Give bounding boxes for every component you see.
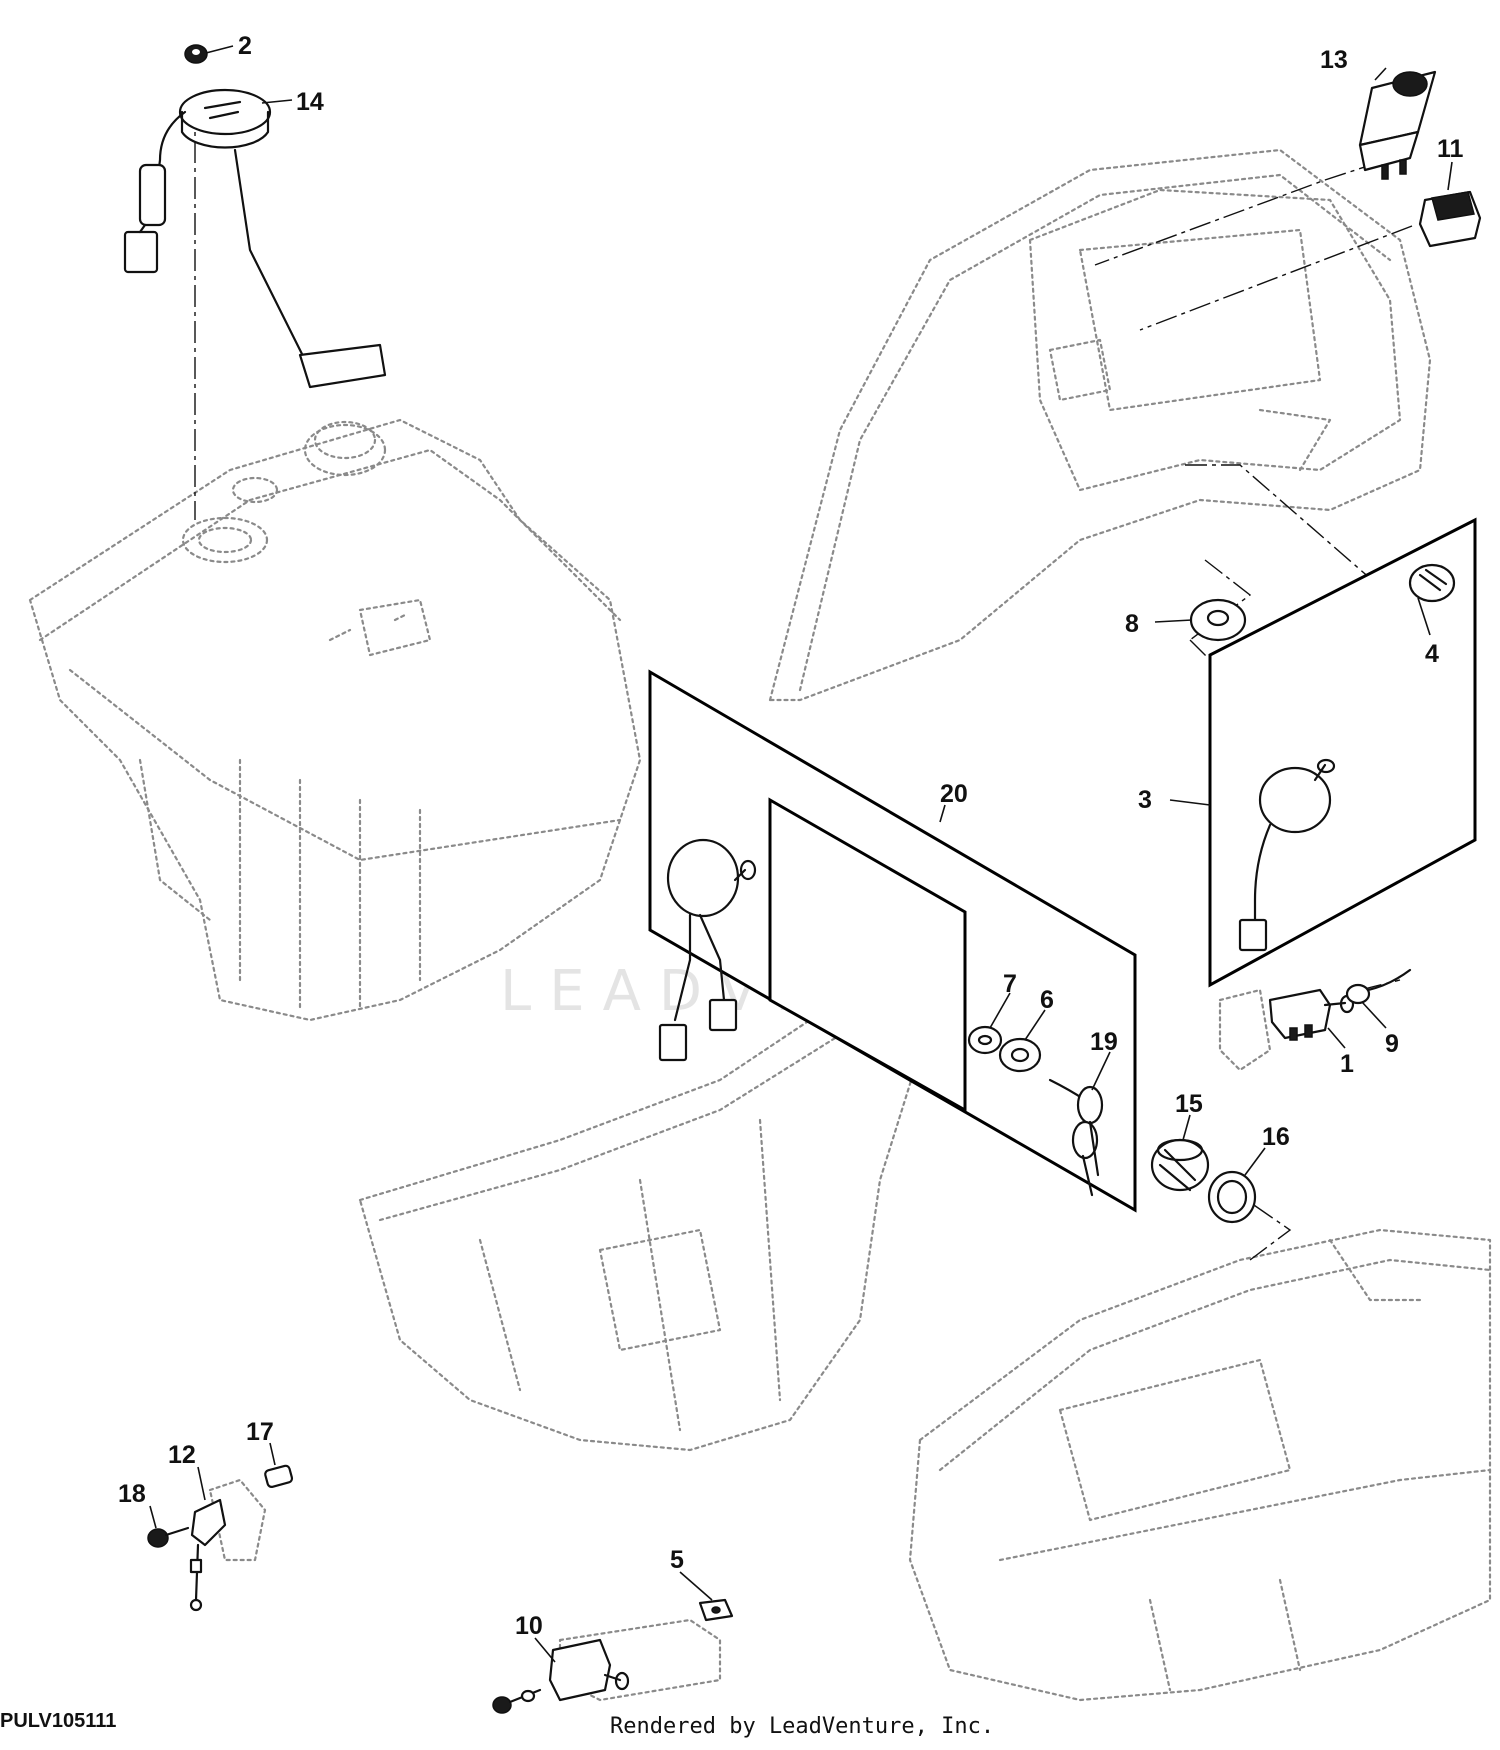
washer-part-9 xyxy=(1345,968,1412,1005)
panel-kit-20-inner xyxy=(768,797,967,1113)
callout-19: 19 xyxy=(1090,1028,1118,1056)
rotary-switch-part xyxy=(1238,758,1336,952)
callout-18: 18 xyxy=(118,1480,146,1508)
callout-6: 6 xyxy=(1040,986,1054,1014)
callout-16: 16 xyxy=(1262,1123,1290,1151)
callout-5: 5 xyxy=(670,1546,684,1574)
callout-14: 14 xyxy=(296,88,324,116)
callout-labels: 2 14 13 11 8 4 3 20 7 6 19 15 16 1 9 12 … xyxy=(118,32,1464,1640)
callout-11: 11 xyxy=(1437,135,1464,163)
callout-17: 17 xyxy=(246,1418,274,1446)
key-switch-kit-part xyxy=(658,838,757,1062)
callout-1: 1 xyxy=(1340,1050,1354,1078)
plate-part-5 xyxy=(698,1598,734,1622)
washer-part-7 xyxy=(967,1025,1003,1055)
callout-2: 2 xyxy=(238,32,252,60)
figure-id: PULV105111 xyxy=(0,1710,117,1732)
callout-3: 3 xyxy=(1138,786,1152,814)
callout-20: 20 xyxy=(940,780,968,808)
light-switch-part xyxy=(189,1498,227,1612)
callout-4: 4 xyxy=(1425,640,1439,668)
grommet-part xyxy=(1189,598,1247,642)
callout-7: 7 xyxy=(1003,970,1017,998)
brake-switch-part xyxy=(548,1638,630,1702)
ghost-context xyxy=(28,148,1492,1702)
screw-part-18 xyxy=(147,1526,190,1548)
callout-10: 10 xyxy=(515,1612,543,1640)
power-outlet-part xyxy=(1150,1138,1210,1192)
panel-kit-3 xyxy=(1208,517,1477,988)
callout-9: 9 xyxy=(1385,1030,1399,1058)
fuel-sender-part xyxy=(123,88,387,389)
callout-13: 13 xyxy=(1320,46,1348,74)
render-credit: Rendered by LeadVenture, Inc. xyxy=(610,1714,995,1739)
callout-12: 12 xyxy=(168,1441,196,1469)
ring-part xyxy=(1207,1170,1257,1224)
push-switch-part xyxy=(1268,988,1355,1041)
ignition-switch-part xyxy=(1358,70,1437,180)
plug-part-17 xyxy=(264,1464,294,1489)
knob-part xyxy=(1408,563,1456,603)
bolt-part-10 xyxy=(492,1688,542,1714)
callout-15: 15 xyxy=(1175,1090,1203,1118)
nut-part-2 xyxy=(184,44,208,64)
key-set-part xyxy=(1048,1078,1104,1197)
leader-lines xyxy=(149,45,1453,1663)
nut-part-6 xyxy=(998,1037,1042,1073)
rocker-switch-part xyxy=(1418,190,1482,248)
callout-8: 8 xyxy=(1125,610,1139,638)
